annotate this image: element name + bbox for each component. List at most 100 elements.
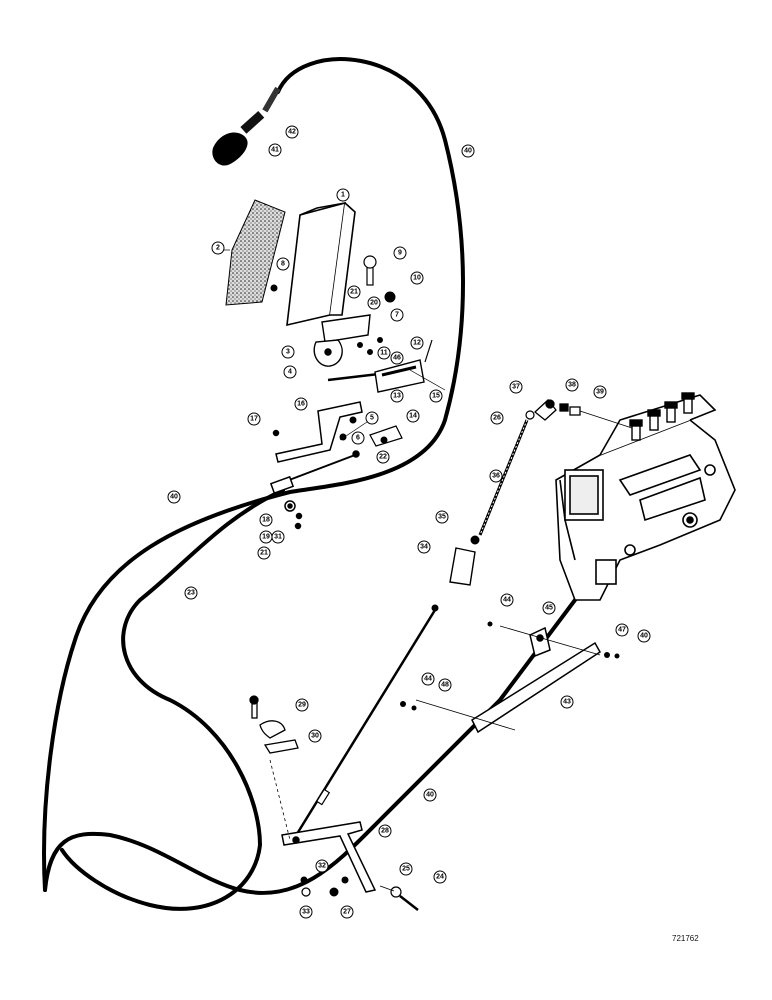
callout-label: 35	[438, 514, 446, 521]
callout-46: 46	[390, 351, 404, 365]
callout-40d: 40	[637, 629, 651, 643]
callout-1: 1	[336, 188, 350, 202]
callout-label: 15	[432, 393, 440, 400]
callout-38: 38	[565, 378, 579, 392]
cable-bracket	[415, 625, 601, 734]
callout-label: 9	[398, 250, 402, 257]
callout-label: 18	[262, 517, 270, 524]
callout-28a: 28	[378, 824, 392, 838]
accelerator-pedal	[286, 201, 356, 327]
callout-21b: 21	[257, 546, 271, 560]
callout-label: 48	[441, 682, 449, 689]
callout-47b: 48	[438, 678, 452, 692]
callout-label: 3	[286, 349, 290, 356]
callout-23: 23	[184, 586, 198, 600]
callout-32: 32	[315, 859, 329, 873]
callout-21a: 21	[347, 285, 361, 299]
callout-40a: 40	[461, 144, 475, 158]
callout-11: 11	[377, 346, 391, 360]
callout-33: 33	[299, 905, 313, 919]
injection-pump	[555, 394, 736, 601]
callout-14: 14	[406, 409, 420, 423]
callout-label: 27	[343, 909, 351, 916]
threaded-rod	[449, 410, 535, 586]
callout-19: 19	[259, 530, 273, 544]
callout-label: 33	[302, 909, 310, 916]
callout-label: 44	[503, 597, 511, 604]
callout-25: 25	[399, 862, 413, 876]
leader-lines	[224, 249, 446, 441]
callout-27: 27	[340, 905, 354, 919]
callout-18: 18	[259, 513, 273, 527]
figure-number: 721762	[672, 934, 699, 943]
callout-label: 42	[288, 129, 296, 136]
callout-label: 29	[298, 702, 306, 709]
callout-label: 40	[464, 148, 472, 155]
callout-15: 15	[429, 389, 443, 403]
callout-label: 25	[402, 866, 410, 873]
callout-37: 37	[509, 380, 523, 394]
callout-label: 31	[274, 534, 282, 541]
callout-label: 17	[250, 416, 258, 423]
callout-8: 8	[276, 257, 290, 271]
throttle-rod	[290, 604, 439, 843]
callout-39: 39	[593, 385, 607, 399]
callout-42: 42	[285, 125, 299, 139]
callout-label: 4	[288, 369, 292, 376]
callout-44b: 44	[421, 672, 435, 686]
callout-label: 40	[426, 792, 434, 799]
callout-43: 43	[560, 695, 574, 709]
callout-47a: 47	[615, 623, 629, 637]
callout-label: 2	[216, 245, 220, 252]
callout-label: 44	[424, 676, 432, 683]
callout-label: 5	[370, 415, 374, 422]
callout-41: 41	[268, 143, 282, 157]
callout-label: 19	[262, 534, 270, 541]
callout-22: 22	[376, 450, 390, 464]
callout-label: 41	[271, 147, 279, 154]
lower-bracket	[281, 821, 377, 893]
callout-label: 40	[640, 633, 648, 640]
callout-5: 5	[365, 411, 379, 425]
callout-34: 34	[417, 540, 431, 554]
callout-label: 23	[187, 590, 195, 597]
callout-label: 16	[297, 401, 305, 408]
callout-label: 11	[380, 350, 388, 357]
callout-29: 29	[295, 698, 309, 712]
callout-40b: 40	[167, 490, 181, 504]
callout-label: 14	[409, 413, 417, 420]
callout-6: 6	[351, 431, 365, 445]
callout-label: 1	[341, 192, 345, 199]
pump-fitting	[534, 399, 633, 429]
callout-label: 10	[413, 275, 421, 282]
callout-label: 46	[393, 355, 401, 362]
callout-20: 20	[367, 296, 381, 310]
callout-label: 47	[618, 627, 626, 634]
callout-12: 12	[410, 336, 424, 350]
linkage-arm	[269, 401, 363, 530]
callout-label: 30	[311, 733, 319, 740]
callout-17: 17	[247, 412, 261, 426]
callout-44a: 44	[500, 593, 514, 607]
pump-outlets	[629, 392, 695, 441]
callout-label: 13	[393, 393, 401, 400]
callout-label: 36	[492, 473, 500, 480]
callout-label: 8	[281, 261, 285, 268]
callout-label: 37	[512, 384, 520, 391]
callout-4: 4	[283, 365, 297, 379]
callout-7: 7	[390, 308, 404, 322]
callout-label: 40	[170, 494, 178, 501]
callout-label: 21	[260, 550, 268, 557]
callout-label: 20	[370, 300, 378, 307]
callout-36: 36	[489, 469, 503, 483]
callouts: 1 2 3 4 5 6 7 8 9 10 11 12 13 14 15 16 1…	[167, 125, 651, 919]
callout-3: 3	[281, 345, 295, 359]
callout-10: 10	[410, 271, 424, 285]
pedal-hinge-bracket	[313, 314, 425, 393]
pedal-pad	[225, 199, 286, 306]
callout-label: 6	[356, 435, 360, 442]
callout-label: 45	[545, 605, 553, 612]
bracket-hardware	[400, 621, 620, 711]
throttle-cable	[42, 57, 592, 911]
callout-label: 21	[350, 289, 358, 296]
